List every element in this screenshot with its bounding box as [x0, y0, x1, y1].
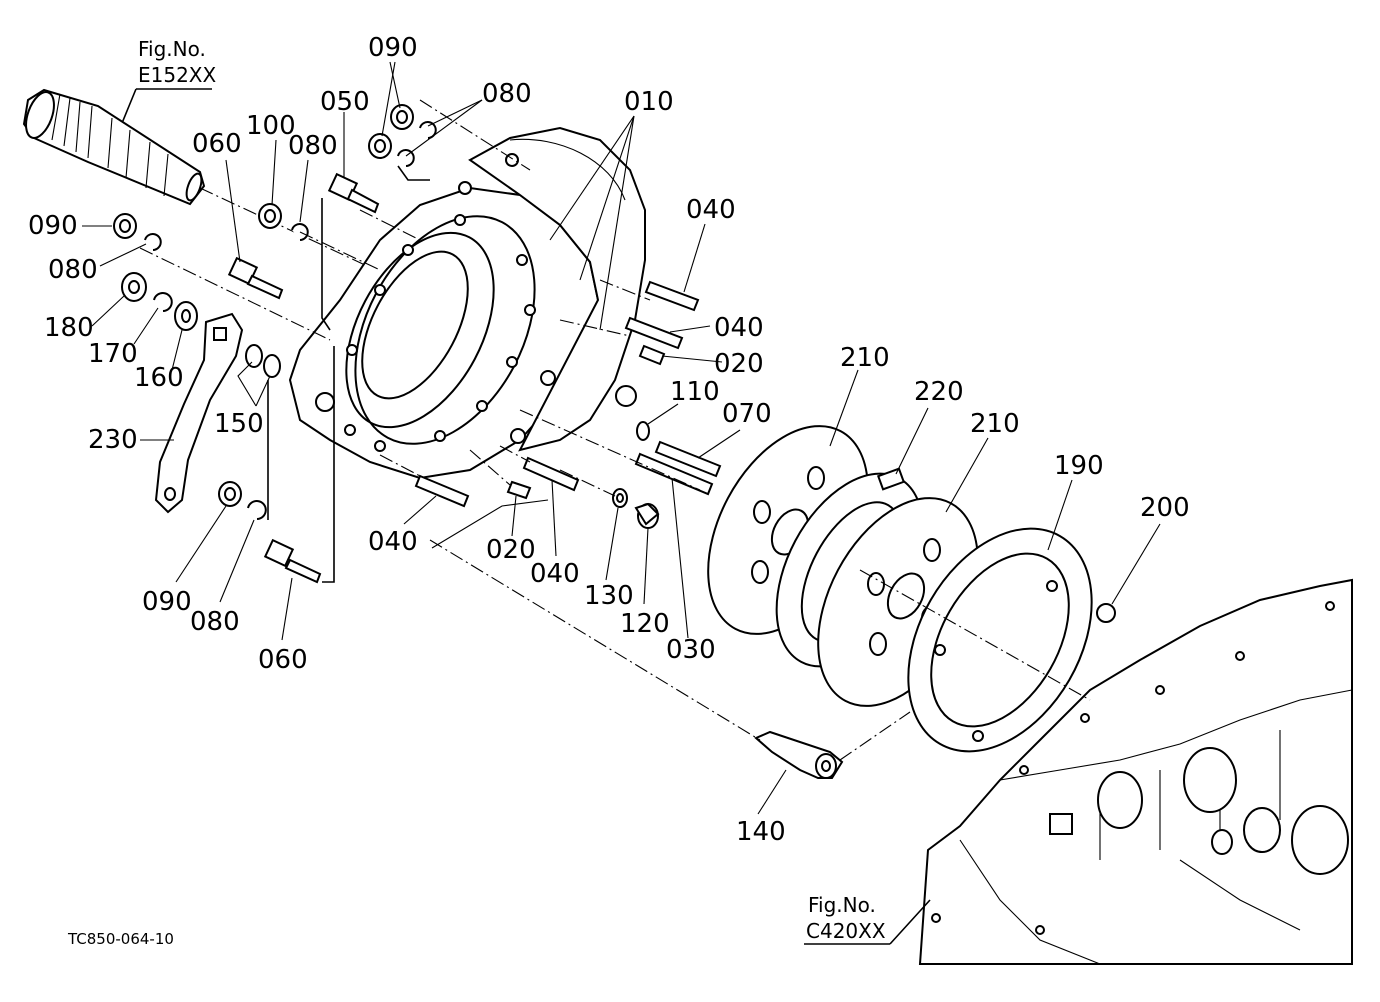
ball-200 — [1096, 603, 1116, 623]
callout-230: 230 — [88, 425, 138, 455]
callout-100: 100 — [246, 111, 296, 141]
washer-130 — [612, 488, 628, 508]
callout-190: 190 — [1054, 451, 1104, 481]
callout-070: 070 — [722, 399, 772, 429]
callout-020-top: 020 — [714, 349, 764, 379]
fig-ref-label: Fig.No. — [138, 37, 206, 61]
callout-160: 160 — [134, 363, 184, 393]
callout-090-bottom: 090 — [142, 587, 192, 617]
shaft-140 — [754, 730, 844, 779]
callout-150: 150 — [214, 409, 264, 439]
pin-020-low — [506, 480, 532, 500]
callout-040-low-right: 040 — [530, 559, 580, 589]
callout-040-low-left: 040 — [368, 527, 418, 557]
callout-130: 130 — [584, 581, 634, 611]
gasket-190 — [907, 527, 1093, 753]
callout-010: 010 — [624, 87, 674, 117]
nut-090-left — [113, 213, 162, 251]
nut-100 — [258, 203, 309, 241]
stud-040-mid — [624, 316, 684, 350]
o-rings-150 — [245, 344, 281, 378]
bolt-050 — [327, 172, 380, 214]
splined-shaft — [22, 88, 206, 206]
fig-ref-c420xx: Fig.No. C420XX — [804, 893, 931, 945]
transmission-case — [918, 578, 1353, 965]
callout-040-top: 040 — [686, 195, 736, 225]
pin-020-top — [638, 344, 666, 366]
callout-120: 120 — [620, 609, 670, 639]
callout-090-left: 090 — [28, 211, 78, 241]
fig-ref-label: Fig.No. — [808, 893, 876, 917]
callout-170: 170 — [88, 339, 138, 369]
bolt-120 — [634, 502, 660, 529]
callout-210-rear: 210 — [970, 409, 1020, 439]
leader-lines — [82, 61, 1161, 815]
callout-080-left: 080 — [48, 255, 98, 285]
callout-060-top: 060 — [192, 129, 242, 159]
callout-080-bottom: 080 — [190, 607, 240, 637]
nut-090-bottom — [218, 481, 267, 520]
callout-180: 180 — [44, 313, 94, 343]
callout-030: 030 — [666, 635, 716, 665]
callout-080-top: 080 — [482, 79, 532, 109]
callout-210-front: 210 — [840, 343, 890, 373]
callout-040-mid: 040 — [714, 313, 764, 343]
bolt-060-top — [227, 256, 284, 300]
bolt-060-bottom — [263, 538, 322, 584]
nut-090-top — [368, 104, 437, 167]
callout-020-low: 020 — [486, 535, 536, 565]
callout-220: 220 — [914, 377, 964, 407]
o-ring-110 — [636, 421, 650, 441]
callout-200: 200 — [1140, 493, 1190, 523]
callout-140: 140 — [736, 817, 786, 847]
stud-070 — [654, 440, 722, 478]
washer-160 — [174, 301, 198, 331]
fig-ref-code: E152XX — [138, 63, 217, 87]
callout-labels: 090 080 010 050 100 080 060 090 080 180 … — [28, 33, 1190, 847]
stud-040-low-right — [522, 456, 580, 492]
drawing-code: TC850-064-10 — [67, 930, 174, 948]
housing-010 — [288, 126, 646, 480]
callout-060-bottom: 060 — [258, 645, 308, 675]
callout-110: 110 — [670, 377, 720, 407]
stud-040-top — [644, 280, 700, 312]
washer-170 — [153, 292, 173, 312]
callout-050: 050 — [320, 87, 370, 117]
stud-030 — [634, 452, 714, 496]
fig-ref-code: C420XX — [806, 919, 886, 943]
callout-090-top: 090 — [368, 33, 418, 63]
nut-180 — [121, 272, 147, 302]
callout-080-mid: 080 — [288, 131, 338, 161]
lever-230 — [154, 312, 244, 514]
fig-ref-e152xx: Fig.No. E152XX — [119, 37, 217, 129]
stud-040-low-left — [414, 474, 470, 508]
